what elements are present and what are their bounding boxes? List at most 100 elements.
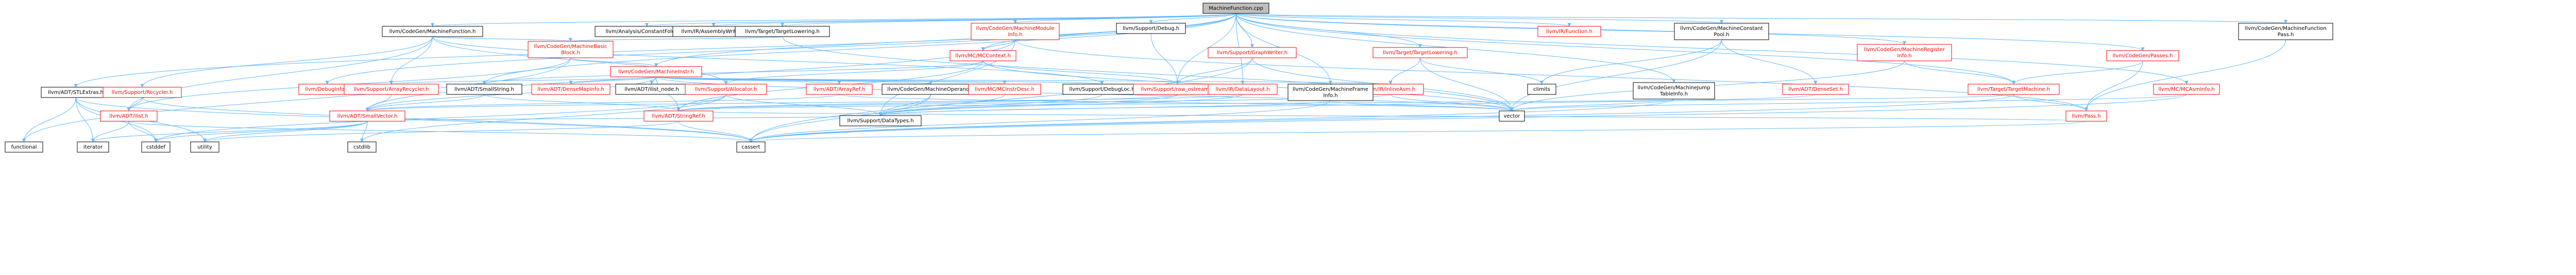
node-label: llvm/CodeGen/MachineInstr.h xyxy=(618,69,694,75)
edge-smallvector-to-cstddef xyxy=(154,121,368,142)
node-box xyxy=(685,84,767,95)
edge-mf_h-to-array_recycler xyxy=(389,36,433,85)
node-box xyxy=(103,87,182,98)
node-label: llvm/IR/Function.h xyxy=(1546,29,1592,35)
node-mi[interactable]: llvm/CodeGen/MachineInstr.h xyxy=(610,66,702,77)
node-label: llvm/ADT/StringRef.h xyxy=(652,114,705,119)
edge-mcp-to-climits xyxy=(1540,39,1722,85)
node-box xyxy=(971,23,1060,40)
node-target-lowering-h[interactable]: llvm/Target/TargetLowering.h xyxy=(735,26,830,37)
edge-target_machine-to-stringref xyxy=(677,94,2014,111)
edge-mcasminfo-to-vector xyxy=(1510,94,2187,111)
edge-adt_stlextras-to-iterator xyxy=(75,97,95,142)
node-mcctx[interactable]: llvm/MC/MCContext.h xyxy=(950,50,1016,61)
node-smallstring[interactable]: llvm/ADT/SmallString.h xyxy=(446,84,522,95)
node-root: MachineFunction.cpp xyxy=(1202,3,1269,14)
node-densemapinfo[interactable]: llvm/ADT/DenseMapInfo.h xyxy=(531,84,611,95)
node-adt-stlextras[interactable]: llvm/ADT/STLExtras.h xyxy=(41,87,111,98)
node-vector[interactable]: vector xyxy=(1499,110,1525,122)
node-box xyxy=(347,141,377,153)
node-box xyxy=(1499,110,1525,122)
node-debuginfo[interactable]: llvm/DebugInfo.h xyxy=(298,84,356,95)
node-ilist-node[interactable]: llvm/ADT/ilist_node.h xyxy=(615,84,688,95)
edge-root-to-mfpass xyxy=(1235,13,2287,24)
edge-target_lowering_h-to-vector xyxy=(782,36,1514,111)
edge-root-to-raw_ostream xyxy=(1176,13,1236,85)
node-cstddef[interactable]: cstddef xyxy=(141,141,171,153)
edge-graphwriter-to-cassert xyxy=(749,57,1252,142)
node-ir-function[interactable]: llvm/IR/Function.h xyxy=(1537,26,1601,37)
node-mcinstrdesc[interactable]: llvm/MC/MCInstrDesc.h xyxy=(968,84,1041,95)
edge-recycler-to-ilist xyxy=(127,97,143,111)
node-passes[interactable]: llvm/CodeGen/Passes.h xyxy=(2106,50,2179,61)
node-box xyxy=(1633,82,1715,100)
node-box xyxy=(1674,23,1769,40)
node-box xyxy=(643,110,714,122)
node-label: llvm/ADT/ilist_node.h xyxy=(624,87,679,92)
node-label: llvm/CodeGen/MachineJump xyxy=(1637,85,1710,91)
node-mf-h[interactable]: llvm/CodeGen/MachineFunction.h xyxy=(382,26,483,37)
edge-smallvector-to-datatypes xyxy=(367,115,882,122)
node-box xyxy=(2065,110,2107,122)
node-arrayref[interactable]: llvm/ADT/ArrayRef.h xyxy=(806,84,873,95)
node-label: TableInfo.h xyxy=(1659,91,1688,97)
node-label: cassert xyxy=(741,144,760,150)
node-debugloc[interactable]: llvm/Support/DebugLoc.h xyxy=(1062,84,1142,95)
node-box xyxy=(100,110,158,122)
node-ilist[interactable]: llvm/ADT/ilist.h xyxy=(100,110,158,122)
edge-graphwriter-to-raw_ostream xyxy=(1176,57,1252,85)
node-allocator[interactable]: llvm/Support/Allocator.h xyxy=(685,84,767,95)
node-box xyxy=(1537,26,1601,37)
node-asm-writer[interactable]: llvm/IR/AssemblyWriter.h xyxy=(672,26,755,37)
node-box xyxy=(2106,50,2179,61)
node-array-recycler[interactable]: llvm/Support/ArrayRecycler.h xyxy=(344,84,439,95)
node-box xyxy=(1287,84,1374,101)
edge-mfi-to-cassert xyxy=(749,100,1331,142)
node-cstdlib[interactable]: cstdlib xyxy=(347,141,377,153)
node-smallvector[interactable]: llvm/ADT/SmallVector.h xyxy=(329,110,405,122)
edge-passes-to-pass xyxy=(2084,60,2143,111)
node-pass[interactable]: llvm/Pass.h xyxy=(2065,110,2107,122)
node-label: llvm/CodeGen/MachineFunction xyxy=(2245,26,2326,31)
node-recycler[interactable]: llvm/Support/Recycler.h xyxy=(103,87,182,98)
node-datatypes[interactable]: llvm/Support/DataTypes.h xyxy=(839,115,922,126)
edge-root-to-mcp xyxy=(1235,13,1723,24)
node-utility[interactable]: utility xyxy=(190,141,219,153)
node-label: llvm/DebugInfo.h xyxy=(305,87,349,92)
node-iterator[interactable]: iterator xyxy=(77,141,109,153)
node-label: cstdlib xyxy=(353,144,370,150)
node-functional[interactable]: functional xyxy=(5,141,43,153)
node-label: llvm/MC/MCContext.h xyxy=(955,53,1011,59)
node-stringref[interactable]: llvm/ADT/StringRef.h xyxy=(643,110,714,122)
node-support-debug[interactable]: llvm/Support/Debug.h xyxy=(1116,23,1186,34)
node-label: llvm/ADT/DenseSet.h xyxy=(1788,87,1843,92)
node-label: llvm/Pass.h xyxy=(2072,114,2100,119)
node-box xyxy=(1968,84,2060,95)
edge-mjti-to-cassert xyxy=(749,99,1674,142)
node-box xyxy=(1782,84,1849,95)
node-label: llvm/ADT/ilist.h xyxy=(109,114,148,119)
node-datalayout[interactable]: llvm/IR/DataLayout.h xyxy=(1208,84,1278,95)
node-label: llvm/MC/MCAsmInfo.h xyxy=(2158,87,2214,92)
node-target-machine[interactable]: llvm/Target/TargetMachine.h xyxy=(1968,84,2060,95)
node-denseset[interactable]: llvm/ADT/DenseSet.h xyxy=(1782,84,1849,95)
node-box xyxy=(736,141,766,153)
node-cassert[interactable]: cassert xyxy=(736,141,766,153)
node-target-lowering2[interactable]: llvm/Target/TargetLowering.h xyxy=(1372,47,1468,58)
node-graphwriter[interactable]: llvm/Support/GraphWriter.h xyxy=(1208,47,1297,58)
node-label: vector xyxy=(1504,114,1521,119)
node-mo[interactable]: llvm/CodeGen/MachineOperand.h xyxy=(882,84,980,95)
node-mcasminfo[interactable]: llvm/MC/MCAsmInfo.h xyxy=(2153,84,2220,95)
node-climits[interactable]: climits xyxy=(1527,84,1556,95)
edge-mi-to-densemapinfo xyxy=(569,76,656,85)
edge-mf_h-to-mbb xyxy=(432,36,572,42)
node-box xyxy=(382,26,483,37)
node-label: climits xyxy=(1533,87,1550,92)
